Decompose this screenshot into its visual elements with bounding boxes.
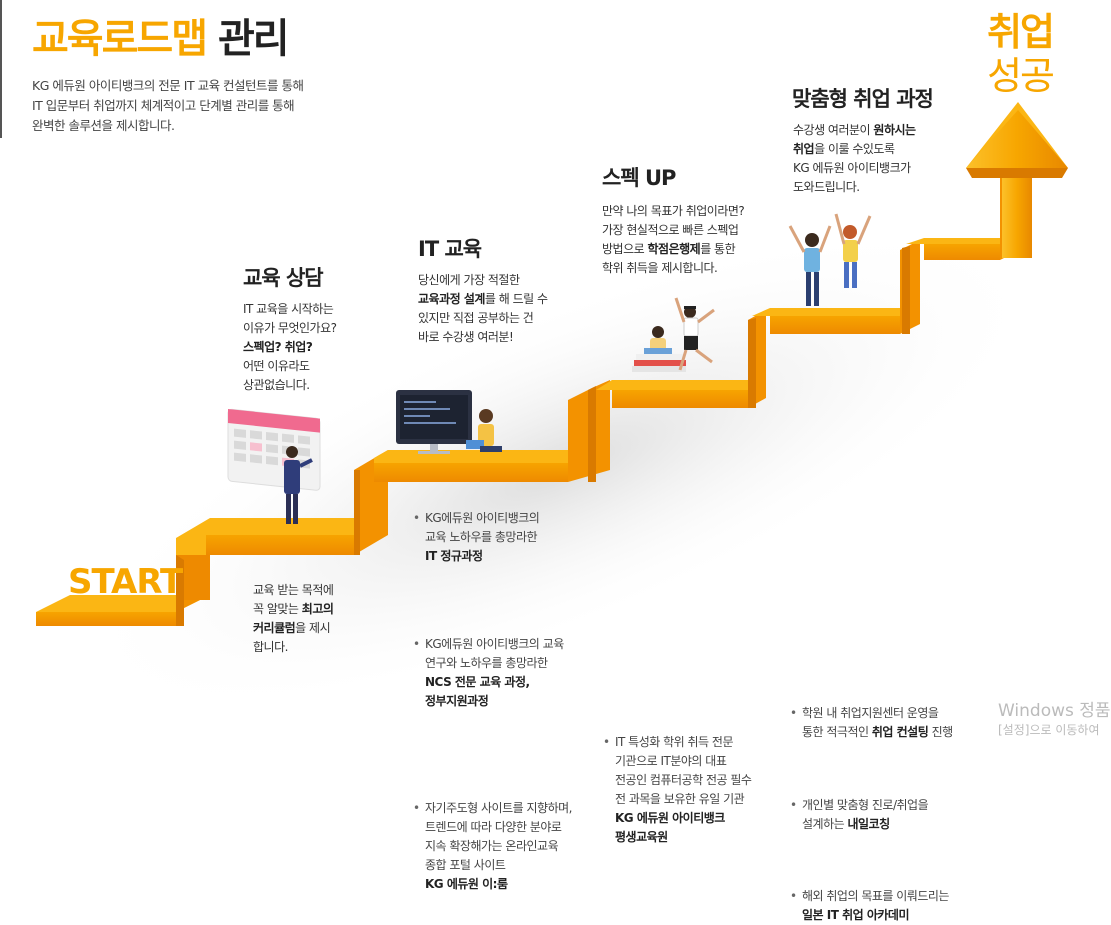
roadmap-staircase (36, 102, 1068, 715)
desc-emphasis: 교육과정 설계 (418, 292, 485, 306)
it-bullet-2: KG에듀원 아이티뱅크의 교육 연구와 노하우를 총망라한 NCS 전문 교육 … (413, 635, 600, 711)
page-title: 교육로드맵 관리 (32, 6, 290, 64)
desc-line: 있지만 직접 공부하는 건 (418, 311, 534, 325)
desc-line: 만약 나의 목표가 취업이라면? (602, 204, 745, 218)
stage-desc-job: 수강생 여러분이 원하시는 취업을 이룰 수있도록 KG 에듀원 아이티뱅크가 … (793, 121, 963, 197)
it-bullet-3: 자기주도형 사이트를 지향하며, 트렌드에 따라 다양한 분야로 지속 확장해가… (413, 799, 605, 894)
desc-emphasis: 스펙업? 취업? (243, 340, 313, 354)
desc-line: 바로 수강생 여러분! (418, 330, 514, 344)
calendar-illustration (227, 408, 321, 491)
spec-bullet: IT 특성화 학위 취득 전문 기관으로 IT분야의 대표 전공인 컴퓨터공학 … (603, 733, 790, 847)
desc-emphasis: 취업 (793, 142, 815, 156)
celebrating-people-illustration (788, 213, 872, 306)
desc-line: 교육 받는 목적에 (253, 583, 334, 597)
intro-text: KG 에듀원 아이티뱅크의 전문 IT 교육 컨설턴트를 통해 IT 입문부터 … (32, 76, 352, 136)
books-reader-illustration (632, 326, 686, 372)
intro-line: 완벽한 솔루션을 제시합니다. (32, 118, 175, 133)
desc-emphasis: 커리큘럼 (253, 621, 296, 635)
desc-line: 합니다. (253, 640, 288, 654)
counselor-illustration (284, 446, 313, 524)
intro-line: IT 입문부터 취업까지 체계적이고 단계별 관리를 통해 (32, 98, 295, 113)
stage-title-job: 맞춤형 취업 과정 (792, 87, 934, 111)
desc-line: 상관없습니다. (243, 378, 310, 392)
stage-desc-spec: 만약 나의 목표가 취업이라면? 가장 현실적으로 빠른 스펙업 방법으로 학점… (602, 202, 772, 278)
desc-line: 커리큘럼을 제시 (253, 621, 331, 635)
it-bullet-1: KG에듀원 아이티뱅크의 교육 노하우를 총망라한 IT 정규과정 (413, 509, 595, 566)
desc-line: 수강생 여러분이 원하시는 (793, 123, 916, 137)
desc-emphasis: 학점은행제 (647, 242, 701, 256)
desc-line: 꼭 알맞는 최고의 (253, 602, 334, 616)
desc-line: 취업을 이룰 수있도록 (793, 142, 895, 156)
intro-line: KG 에듀원 아이티뱅크의 전문 IT 교육 컨설턴트를 통해 (32, 78, 304, 93)
desc-line: 가장 현실적으로 빠른 스펙업 (602, 223, 739, 237)
desc-line: 학위 취득을 제시합니다. (602, 261, 718, 275)
stage-title-counsel: 교육 상담 (243, 266, 324, 290)
goal-label: 취업 성공 (987, 10, 1055, 98)
desc-line: 스펙업? 취업? (243, 338, 383, 357)
start-label: START (68, 562, 183, 602)
desc-line: 교육과정 설계를 해 드릴 수 (418, 292, 548, 306)
desc-emphasis: 원하시는 (873, 123, 916, 137)
stage-title-it: IT 교육 (418, 237, 482, 261)
goal-line-2: 성공 (987, 54, 1055, 98)
job-bullet-1: 학원 내 취업지원센터 운영을 통한 적극적인 취업 컨설팅 진행 (790, 704, 992, 742)
windows-activation-title: Windows 정품 (998, 701, 1111, 721)
desc-line: 어떤 이유라도 (243, 359, 310, 373)
stage-desc-it: 당신에게 가장 적절한 교육과정 설계를 해 드릴 수 있지만 직접 공부하는 … (418, 271, 578, 347)
goal-line-1: 취업 (987, 10, 1055, 54)
title-rest: 관리 (217, 16, 290, 62)
job-bullet-3: 해외 취업의 목표를 이뤄드리는 일본 IT 취업 아카데미 (790, 887, 992, 925)
windows-activation-sub: [설정]으로 이동하여 (998, 723, 1100, 737)
desc-line: 도와드립니다. (793, 180, 860, 194)
job-bullet-2: 개인별 맞춤형 진로/취업을 설계하는 내일코칭 (790, 796, 992, 834)
title-accent: 교육로드맵 (32, 16, 208, 62)
desc-line: KG 에듀원 아이티뱅크가 (793, 161, 911, 175)
desc-line: 방법으로 학점은행제를 통한 (602, 242, 736, 256)
header-divider (0, 0, 2, 138)
monitor-illustration (396, 390, 472, 454)
graduate-illustration (674, 297, 715, 371)
stage-bottom-counsel: 교육 받는 목적에 꼭 알맞는 최고의 커리큘럼을 제시 합니다. (253, 581, 373, 657)
stage-title-spec: 스펙 UP (602, 166, 676, 190)
desc-line: 당신에게 가장 적절한 (418, 273, 520, 287)
desc-line: IT 교육을 시작하는 (243, 302, 334, 316)
student-laptop-illustration (466, 409, 502, 452)
desc-emphasis: 최고의 (301, 602, 334, 616)
stage-desc-counsel: IT 교육을 시작하는 이유가 무엇인가요? 스펙업? 취업? 어떤 이유라도 … (243, 300, 383, 395)
desc-line: 이유가 무엇인가요? (243, 321, 337, 335)
